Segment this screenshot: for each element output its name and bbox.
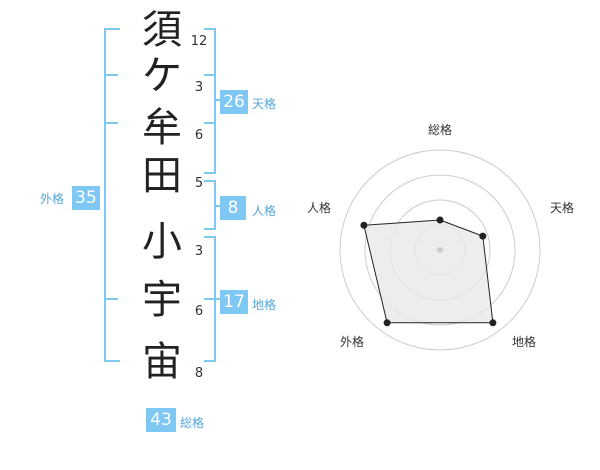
tenkaku-tick-2 bbox=[204, 122, 214, 124]
gaikaku-tick-2 bbox=[106, 122, 118, 124]
radar-polygon bbox=[363, 219, 494, 324]
radar-axis-label-tenkaku: 天格 bbox=[550, 200, 574, 215]
name-char-3: 牟 bbox=[142, 105, 182, 151]
gaikaku-bracket bbox=[104, 28, 120, 362]
stroke-count-5: 3 bbox=[194, 244, 204, 259]
chikaku-badge: 17 bbox=[220, 290, 248, 314]
stroke-count-6: 6 bbox=[194, 304, 204, 319]
soukaku-label: 総格 bbox=[180, 416, 205, 430]
tenkaku-label: 天格 bbox=[252, 97, 277, 111]
radar-grid-ring bbox=[364, 174, 516, 326]
tenkaku-connector bbox=[214, 99, 220, 101]
stroke-count-1: 12 bbox=[190, 34, 208, 49]
radar-point-3 bbox=[489, 319, 497, 327]
stroke-count-7: 8 bbox=[194, 366, 204, 381]
name-char-2: ケ bbox=[142, 53, 182, 99]
name-char-5: 小 bbox=[142, 219, 182, 265]
name-char-4: 田 bbox=[142, 153, 182, 199]
radar-center-dot bbox=[437, 247, 443, 253]
radar-axis-label-soukaku: 総格 bbox=[428, 122, 452, 137]
chikaku-connector bbox=[214, 298, 220, 300]
gaikaku-badge: 35 bbox=[72, 186, 100, 210]
radar-axis-label-jinkaku: 人格 bbox=[307, 200, 331, 215]
radar-axis-label-chikaku: 地格 bbox=[512, 334, 536, 349]
radar-point-1 bbox=[436, 216, 444, 224]
jinkaku-label: 人格 bbox=[252, 204, 277, 218]
jinkaku-badge: 8 bbox=[220, 196, 246, 220]
stroke-count-3: 6 bbox=[194, 128, 204, 143]
radar-point-2 bbox=[479, 232, 487, 240]
tenkaku-tick-1 bbox=[204, 74, 214, 76]
tenkaku-bracket bbox=[204, 28, 216, 174]
tenkaku-badge: 26 bbox=[220, 90, 248, 114]
radar-point-5 bbox=[360, 221, 368, 229]
radar-grid-ring bbox=[339, 149, 541, 351]
name-char-7: 宙 bbox=[142, 339, 182, 385]
chikaku-label: 地格 bbox=[252, 298, 277, 312]
radar-point-4 bbox=[383, 319, 391, 327]
name-char-1: 須 bbox=[142, 7, 182, 53]
jinkaku-connector bbox=[214, 205, 220, 207]
gaikaku-label: 外格 bbox=[40, 192, 65, 206]
soukaku-badge: 43 bbox=[146, 408, 176, 432]
name-char-6: 宇 bbox=[142, 277, 182, 323]
stroke-count-2: 3 bbox=[194, 80, 204, 95]
gaikaku-tick-1 bbox=[106, 74, 118, 76]
gaikaku-tick-3 bbox=[106, 298, 118, 300]
stroke-count-4: 5 bbox=[194, 176, 204, 191]
radar-axis-label-gaikaku: 外格 bbox=[340, 334, 364, 349]
chikaku-tick-1 bbox=[204, 298, 214, 300]
